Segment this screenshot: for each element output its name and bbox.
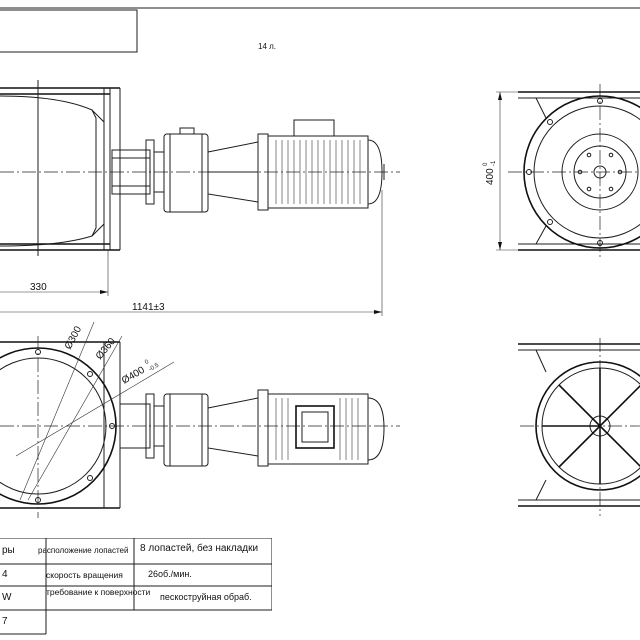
spec-table: ры 4 W 7 расположение лопастей 8 лопасте… [0,538,272,638]
dimension-400-height: 400 [485,168,496,185]
bottom-rotor-view [518,338,640,516]
top-side-view: 330 1141±3 [0,80,400,316]
dimension-1141: 1141±3 [132,302,165,313]
diameter-300: Ø300 [63,324,84,351]
motor-fins-top [275,140,361,204]
spec-label-blade-layout: расположение лопастей [38,546,129,555]
motor-fins-bottom [275,398,359,460]
spec-label-rotation-speed: скорость вращения [46,570,123,580]
dimension-330: 330 [30,282,47,293]
dimension-400-tol-upper: 0 [483,162,489,166]
dimension-400-tol-lower: -1 [491,160,497,166]
diameter-400: Ø400 [120,365,147,387]
sheet-label: 14 л. [258,42,276,51]
flange-bolt-holes-top [526,98,623,246]
spec-value-rotation-speed: 26об./мин. [148,569,192,579]
diameter-400-tol-lower: -0.5 [148,362,161,373]
bottom-plan-view: Ø300 Ø360 Ø400 0 -0.5 [0,321,400,518]
spec-left-fragment-4: 7 [2,616,8,627]
rotor-blades [542,368,640,484]
spec-value-blade-layout: 8 лопастей, без накладки [140,543,259,554]
diameter-400-tol-upper: 0 [144,359,150,366]
spec-table-grid [0,538,272,635]
flange-bolt-holes-bottom [35,349,115,503]
drawing-frame: 14 л. [0,7,640,53]
spec-value-surface-requirement: пескоструйная обраб. [160,592,252,602]
spec-left-fragment-3: W [2,592,12,603]
spec-label-surface-requirement: требование к поверхности [46,587,151,597]
spec-left-fragment-1: ры [2,545,15,556]
spec-left-fragment-2: 4 [2,569,8,580]
top-end-view: 400 0 -1 [483,84,640,260]
